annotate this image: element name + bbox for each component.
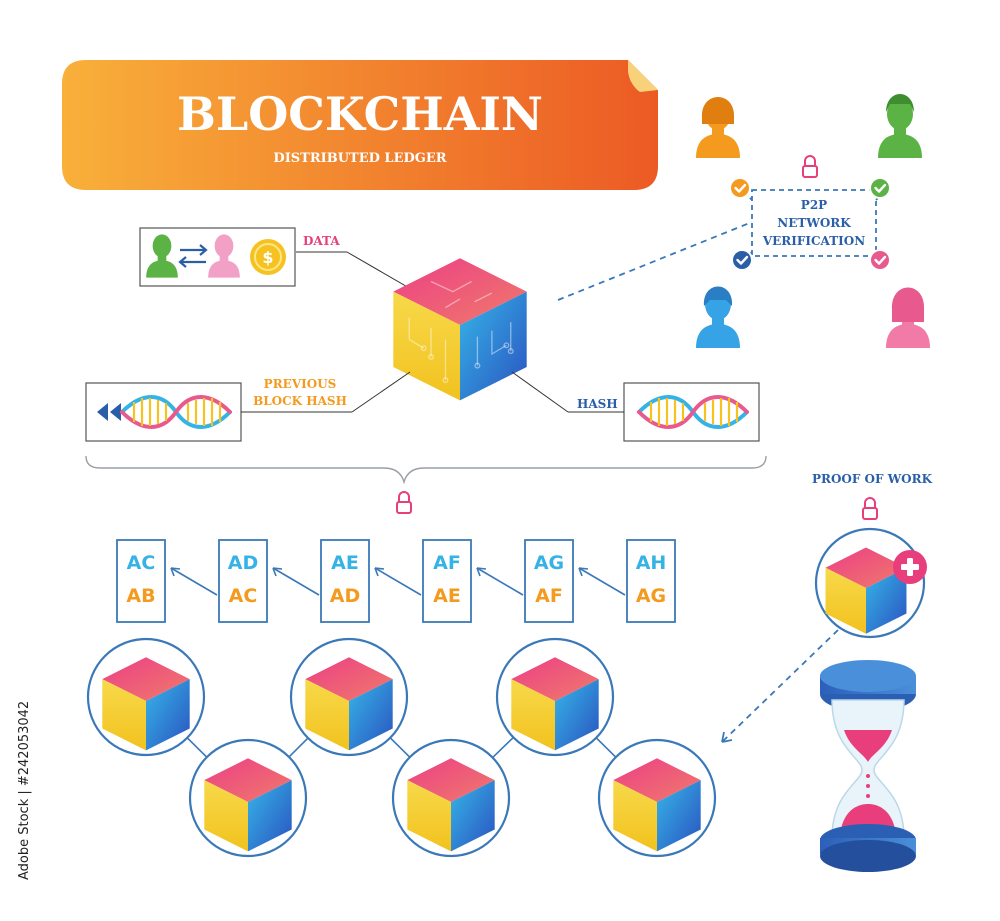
group-brace [85, 455, 767, 485]
stock-id-text: Adobe Stock | #242053042 [17, 701, 32, 880]
previous-hash: AE [433, 585, 461, 607]
check-icon [867, 175, 893, 201]
previous-hash: AD [330, 585, 360, 607]
chain-link [389, 737, 411, 758]
hash-label: HASH [577, 397, 618, 411]
user-icon-green [878, 98, 922, 158]
banner-title: BLOCKCHAIN [177, 87, 543, 141]
network-label-line1: P2P [801, 198, 827, 212]
lock-icon [802, 155, 818, 178]
chain-arrow-icon [272, 567, 320, 596]
previous-hash-label-line2: BLOCK HASH [253, 394, 347, 408]
hash-card: AE AD [320, 539, 370, 623]
check-icon [867, 247, 893, 273]
lock-icon [396, 491, 412, 514]
block-node [188, 738, 308, 858]
check-icon [727, 175, 753, 201]
previous-hash-box [85, 382, 242, 442]
hash-card: AF AE [422, 539, 472, 623]
previous-hash: AC [229, 585, 258, 607]
current-hash: AE [331, 552, 359, 574]
hourglass-icon [820, 660, 916, 872]
hash-box [623, 382, 760, 442]
hash-card: AG AF [524, 539, 574, 623]
chain-arrow-icon [170, 567, 218, 596]
data-label: DATA [303, 234, 340, 248]
lock-icon [862, 497, 878, 520]
chain-link [492, 736, 514, 759]
main-block-cube [393, 258, 527, 401]
block-chain [86, 637, 717, 858]
block-node [86, 637, 206, 757]
dna-icon [120, 395, 232, 429]
chain-arrow-icon [578, 567, 626, 596]
dna-icon [637, 395, 749, 429]
hash-card: AD AC [218, 539, 268, 623]
chain-arrow-icon [476, 567, 524, 596]
previous-hash-label-line1: PREVIOUS [264, 377, 337, 391]
current-hash: AD [228, 552, 258, 574]
transfer-arrow-icon [180, 244, 208, 256]
title-banner: BLOCKCHAIN DISTRIBUTED LEDGER [62, 60, 658, 190]
previous-hash: AF [535, 585, 563, 607]
current-hash: AC [127, 552, 156, 574]
banner-subtitle: DISTRIBUTED LEDGER [273, 151, 446, 166]
proof-of-work-block [814, 527, 927, 639]
plus-icon [893, 550, 927, 584]
coin-icon: $ [250, 239, 286, 275]
chain-link [288, 737, 309, 758]
chain-link [186, 737, 208, 758]
previous-hash: AG [636, 585, 666, 607]
current-hash: AH [636, 552, 667, 574]
current-hash: AF [433, 552, 461, 574]
network-label-line2: NETWORK [777, 216, 851, 230]
data-box: $ [139, 227, 296, 287]
network-label-line3: VERIFICATION [762, 234, 865, 248]
chain-link [595, 737, 617, 758]
current-hash: AG [534, 552, 564, 574]
block-node [391, 738, 511, 858]
previous-hash: AB [126, 585, 155, 607]
check-icon [729, 247, 755, 273]
hash-chain: AC AB AD AC AE AD AF AE AG AF AH AG [116, 539, 676, 623]
p2p-network: P2P NETWORK VERIFICATION [557, 94, 930, 348]
hash-card: AC AB [116, 539, 166, 623]
hash-card: AH AG [626, 539, 676, 623]
block-node [597, 738, 717, 858]
block-node [495, 637, 615, 757]
rewind-icon [97, 403, 108, 421]
chain-arrow-icon [374, 567, 422, 596]
svg-text:$: $ [262, 248, 273, 267]
block-node [289, 637, 409, 757]
proof-of-work-label: PROOF OF WORK [812, 472, 933, 486]
